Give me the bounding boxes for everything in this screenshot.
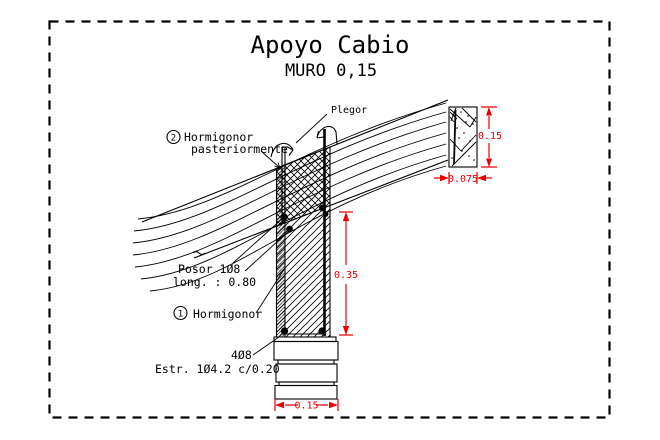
callout-2: 2 Hormigonor pasteriormente [166,129,288,169]
rafter-grain-lines [132,102,447,292]
callout-1-text: Hormigonor [193,307,262,321]
callout-2-line2: pasteriormente [191,142,288,156]
bar-note: Posor 1Ø8 long. : 0.80 [173,217,291,289]
sheet-border [48,20,611,419]
leader-callout-2 [260,150,281,169]
callout-2-number: 2 [171,134,176,144]
bar-note-line2: long. : 0.80 [173,275,256,289]
page-title: Apoyo Cabio [251,31,410,59]
footing [273,336,339,400]
wall-section [270,125,338,337]
thin-rebar [281,146,286,223]
dimension-rafter-width: 0.075 [434,172,492,185]
hatch-zone-1 [277,206,330,337]
callout-2-line1: Hormigonor [184,130,253,144]
dim-label: 0.15 [478,131,502,142]
base-plate [273,336,337,343]
callout-1-number: 1 [178,310,183,320]
label-plegor: Plegor [331,105,367,116]
fold-arrow-left [270,142,294,158]
break-mark [192,250,206,256]
bar-note-line1: Posor 1Ø8 [178,262,240,276]
leader-plegor [295,113,328,144]
plaster-strip [276,164,285,337]
hatch-zone-2 [277,147,330,227]
footing-course-3 [274,384,338,400]
footing-course-1 [273,340,339,361]
reinforcement-note: 4Ø8 Estr. 1Ø4.2 c/0.20 [155,336,280,376]
annotations: Plegor 2 Hormigonor pasteriormente Posor… [155,105,367,376]
leader-callout-1 [255,267,286,314]
page-subtitle: MURO 0,15 [285,61,377,81]
footing-joint-1 [277,359,335,365]
dim-label: 0.15 [294,401,318,412]
leader-bar-note [232,217,291,272]
rafter-cross-section: 0.15 0.075 [434,106,502,185]
dimension-wall-width: 0.15 [274,399,339,412]
leader-reinforcement [252,336,280,356]
dim-label: 0.35 [334,270,358,281]
footing-course-2 [275,363,338,383]
callout-1: 1 Hormigonor [173,267,286,321]
dimension-rafter-depth: 0.15 [478,106,502,168]
stirrup-label: Estr. 1Ø4.2 c/0.20 [155,362,280,376]
dimension-wall-height: 0.35 [334,211,358,336]
stone-dots [451,111,475,161]
fold-arrow-right [316,125,338,145]
dim-label: 0.075 [448,174,478,185]
rebar-count-label: 4Ø8 [231,348,252,362]
